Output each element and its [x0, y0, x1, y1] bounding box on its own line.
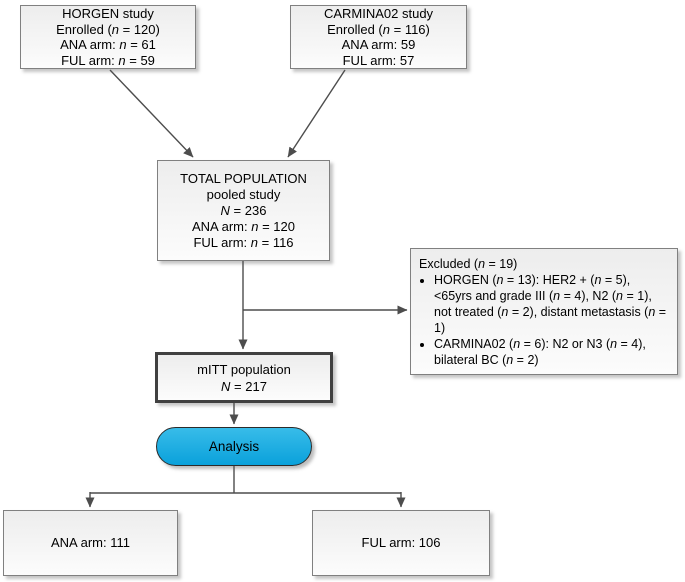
mitt-n: N = 217 — [221, 378, 267, 394]
carmina-ful-arm: FUL arm: 57 — [342, 52, 415, 68]
horgen-enrolled: Enrolled (n = 120) — [56, 21, 160, 37]
total-subtitle: pooled study — [206, 186, 281, 202]
carmina-ana-arm: ANA arm: 59 — [341, 37, 416, 52]
analysis-label: Analysis — [208, 439, 260, 454]
horgen-study-box: HORGEN study Enrolled (n = 120) ANA arm:… — [20, 5, 196, 69]
arrow-carmina-to-total — [287, 69, 346, 158]
horgen-title: HORGEN study — [62, 6, 154, 21]
total-population-box: TOTAL POPULATION pooled study N = 236 AN… — [157, 160, 330, 261]
horgen-ful-arm: FUL arm: n = 59 — [61, 52, 155, 68]
ful-arm-label: FUL arm: 106 — [361, 535, 441, 551]
excluded-box: Excluded (n = 19) HORGEN (n = 13): HER2 … — [410, 248, 678, 375]
total-n: N = 236 — [220, 202, 267, 218]
ful-arm-box: FUL arm: 106 — [312, 510, 490, 576]
total-ful-arm: FUL arm: n = 116 — [193, 234, 294, 250]
excluded-list: HORGEN (n = 13): HER2 + (n = 5), <65yrs … — [419, 272, 670, 368]
excluded-title: Excluded (n = 19) — [419, 257, 518, 271]
carmina02-study-box: CARMINA02 study Enrolled (n = 116) ANA a… — [290, 5, 467, 69]
horgen-ana-arm: ANA arm: n = 61 — [60, 37, 156, 52]
total-title: TOTAL POPULATION — [180, 170, 307, 186]
carmina-enrolled: Enrolled (n = 116) — [327, 21, 430, 37]
ana-arm-box: ANA arm: 111 — [3, 510, 178, 576]
total-ana-arm: ANA arm: n = 120 — [192, 218, 295, 234]
ana-arm-label: ANA arm: 111 — [51, 535, 130, 551]
analysis-node: Analysis — [156, 427, 312, 466]
arrow-horgen-to-total — [109, 69, 194, 158]
mitt-title: mITT population — [197, 361, 291, 377]
excluded-item-carmina: CARMINA02 (n = 6): N2 or N3 (n = 4), bil… — [434, 336, 670, 368]
mitt-population-box: mITT population N = 217 — [155, 352, 333, 403]
excluded-item-horgen: HORGEN (n = 13): HER2 + (n = 5), <65yrs … — [434, 272, 670, 336]
carmina-title: CARMINA02 study — [323, 6, 434, 21]
